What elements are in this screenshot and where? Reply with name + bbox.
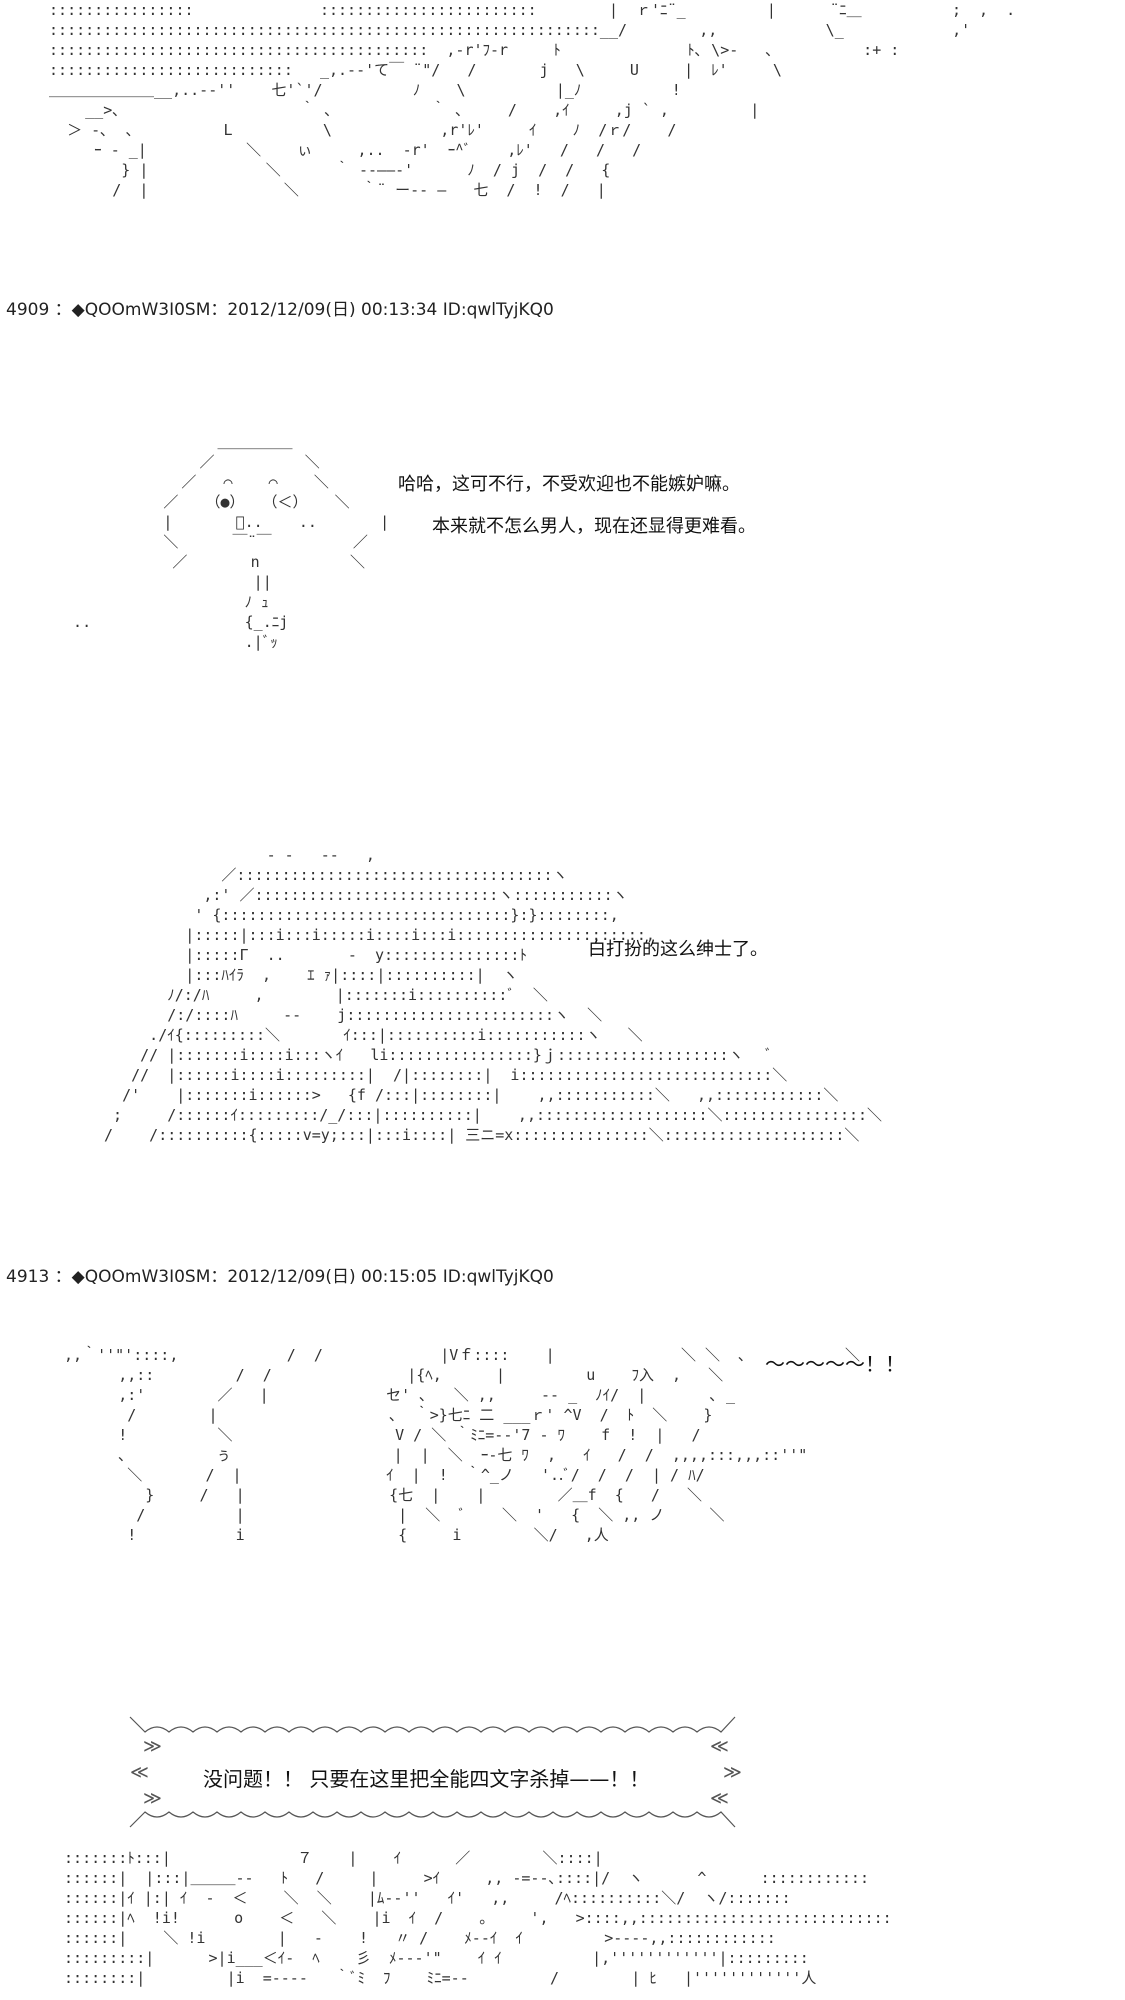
ascii-art-face: ＿＿＿＿＿ ／ ＼ ／ ⌒ ⌒ ＼ ／ （●） （＜） ＼ | ﾞ.. .. |… — [73, 433, 390, 651]
dialog-line-3: 白打扮的这么绅士了。 — [588, 939, 768, 960]
svg-text:≪: ≪ — [130, 1762, 149, 1783]
dialog-shout: ～～～～～！！ — [765, 1352, 905, 1376]
dialog-line-1: 哈哈，这可不行，不受欢迎也不能嫉妒嘛。 — [398, 474, 740, 495]
post-header-4913: 4913 ：◆QOOmW3I0SM：2012/12/09(日) 00:15:05… — [6, 1267, 554, 1287]
ascii-art-bottom: :::::::ﾄ:::| ７ | ｲ ／ ＼::::| ::::::| |:::… — [64, 1849, 892, 1987]
svg-text:≫: ≫ — [143, 1788, 162, 1809]
banner-frame: ≫ ≪ ≫ ≪ ≫ ≪ — [129, 1716, 742, 1828]
ascii-art-action: ,,｀''"'::::, / / |Vｆ:::: | ＼ ＼ ､ ＼ ,,:: … — [64, 1346, 860, 1544]
svg-text:≫: ≫ — [723, 1762, 742, 1783]
ascii-art-top: :::::::::::::::: :::::::::::::::::::::::… — [49, 1, 1016, 199]
banner-text: 没问题！！ 只要在这里把全能四文字杀掉——！！ — [203, 1767, 650, 1791]
dialog-line-2: 本来就不怎么男人，现在还显得更难看。 — [432, 516, 756, 537]
post-header-4909: 4909 ：◆QOOmW3I0SM：2012/12/09(日) 00:13:34… — [6, 300, 554, 320]
svg-text:≪: ≪ — [710, 1736, 729, 1757]
svg-text:≫: ≫ — [143, 1736, 162, 1757]
ascii-art-gentleman: ‐ ‐ ‐‐ , ／::::::::::::::::::::::::::::::… — [104, 846, 883, 1144]
svg-text:≪: ≪ — [710, 1788, 729, 1809]
